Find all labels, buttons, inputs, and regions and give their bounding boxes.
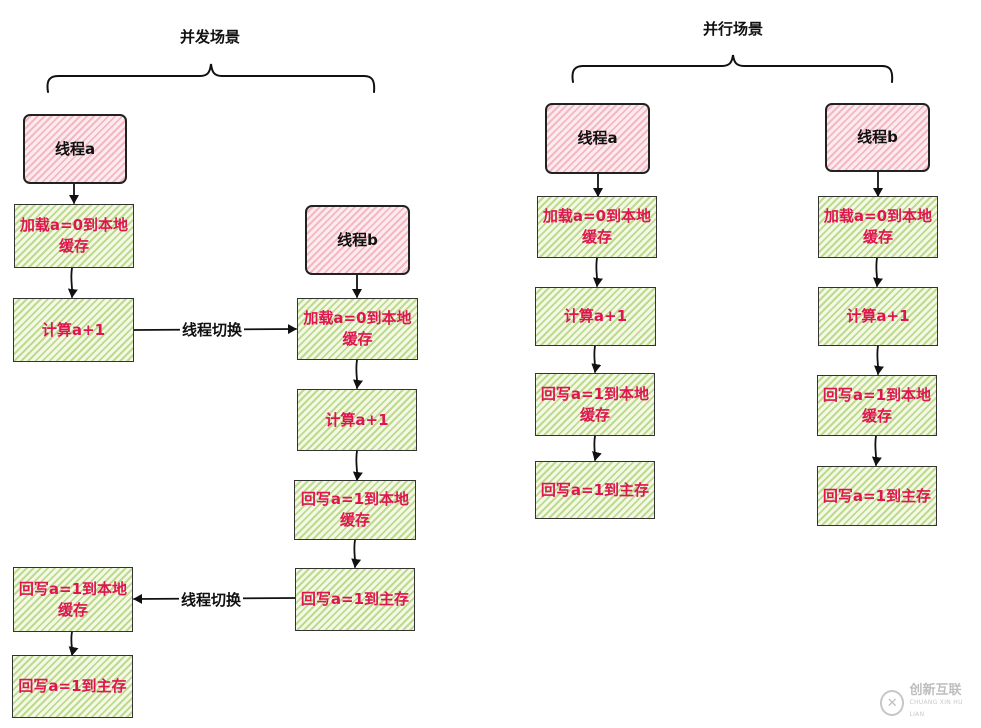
switch-label-1: 线程切换	[180, 319, 245, 340]
step-pb-load: 加载a=0到本地缓存	[818, 196, 938, 258]
logo-icon: ✕	[880, 690, 905, 716]
arrow-pa-2	[591, 345, 602, 373]
thread-b-node-concurrent: 线程b	[305, 205, 410, 275]
step-ca-writeback-main: 回写a=1到主存	[12, 655, 133, 718]
arrow-pa-3	[592, 435, 602, 461]
arrow-ca-1	[67, 267, 78, 298]
step-cb-load: 加载a=0到本地缓存	[297, 298, 418, 360]
title-parallel: 并行场景	[703, 20, 764, 38]
step-pa-writeback-local: 回写a=1到本地缓存	[535, 373, 655, 436]
step-pa-load: 加载a=0到本地缓存	[537, 196, 657, 258]
step-pa-compute: 计算a+1	[535, 287, 656, 346]
arrow-ca-2	[68, 631, 79, 656]
step-pa-writeback-main: 回写a=1到主存	[535, 461, 655, 519]
step-cb-compute: 计算a+1	[297, 389, 417, 451]
brace-parallel	[571, 54, 894, 83]
arrow-cb-2	[352, 450, 363, 481]
watermark-text: 创新互联	[909, 683, 962, 698]
arrow-cb-3	[351, 539, 362, 568]
watermark-subtext: CHUANG XIN HU LIAN	[909, 699, 963, 718]
switch-label-2: 线程切换	[179, 589, 244, 610]
step-pb-writeback-main: 回写a=1到主存	[817, 466, 937, 526]
step-cb-writeback-local: 回写a=1到本地缓存	[294, 480, 416, 540]
step-ca-writeback-local: 回写a=1到本地缓存	[13, 567, 133, 632]
arrow-pa-1	[593, 257, 603, 287]
arrow-pb-1	[873, 257, 883, 287]
arrow-pb-2	[874, 345, 884, 375]
brace-concurrent	[46, 63, 376, 93]
watermark-logo: ✕ 创新互联 CHUANG XIN HU LIAN	[880, 683, 975, 720]
step-cb-writeback-main: 回写a=1到主存	[295, 568, 415, 631]
thread-a-node-parallel: 线程a	[545, 103, 650, 174]
step-pb-writeback-local: 回写a=1到本地缓存	[817, 375, 937, 436]
step-ca-compute: 计算a+1	[13, 298, 134, 362]
title-concurrent: 并发场景	[180, 28, 241, 46]
step-pb-compute: 计算a+1	[818, 287, 938, 346]
arrow-cb-1	[353, 359, 363, 389]
thread-a-node-concurrent: 线程a	[23, 114, 127, 184]
thread-b-node-parallel: 线程b	[825, 103, 930, 172]
arrow-pb-3	[871, 435, 882, 466]
step-ca-load: 加载a=0到本地缓存	[14, 204, 134, 268]
